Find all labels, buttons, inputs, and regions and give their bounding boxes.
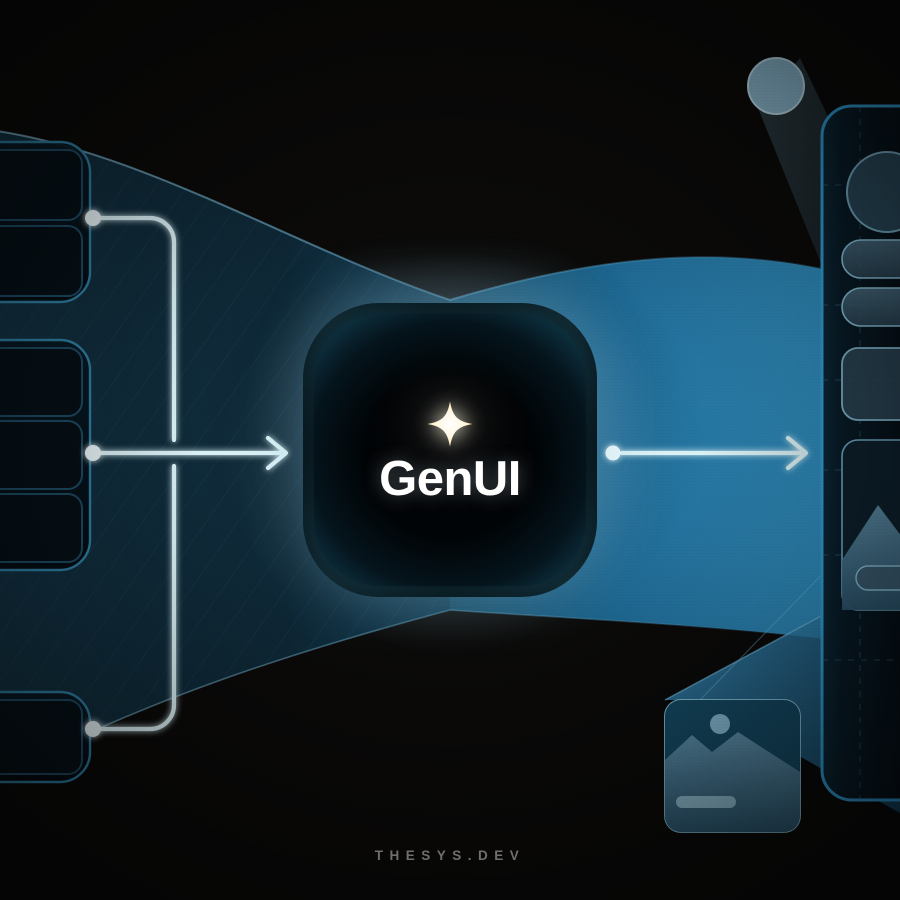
- panel-block: [841, 347, 900, 421]
- floating-avatar-circle: [747, 57, 805, 115]
- panel-bar-1: [841, 239, 900, 279]
- footer-wordmark: THESYS.DEV: [374, 848, 526, 863]
- floating-image-card: [664, 699, 801, 833]
- center-card-label: GenUI: [379, 451, 521, 506]
- panel-bar-2: [841, 287, 900, 327]
- genui-center-card[interactable]: GenUI: [261, 261, 639, 639]
- sparkle-star-icon: [427, 400, 473, 447]
- panel-bar-3: [855, 565, 900, 591]
